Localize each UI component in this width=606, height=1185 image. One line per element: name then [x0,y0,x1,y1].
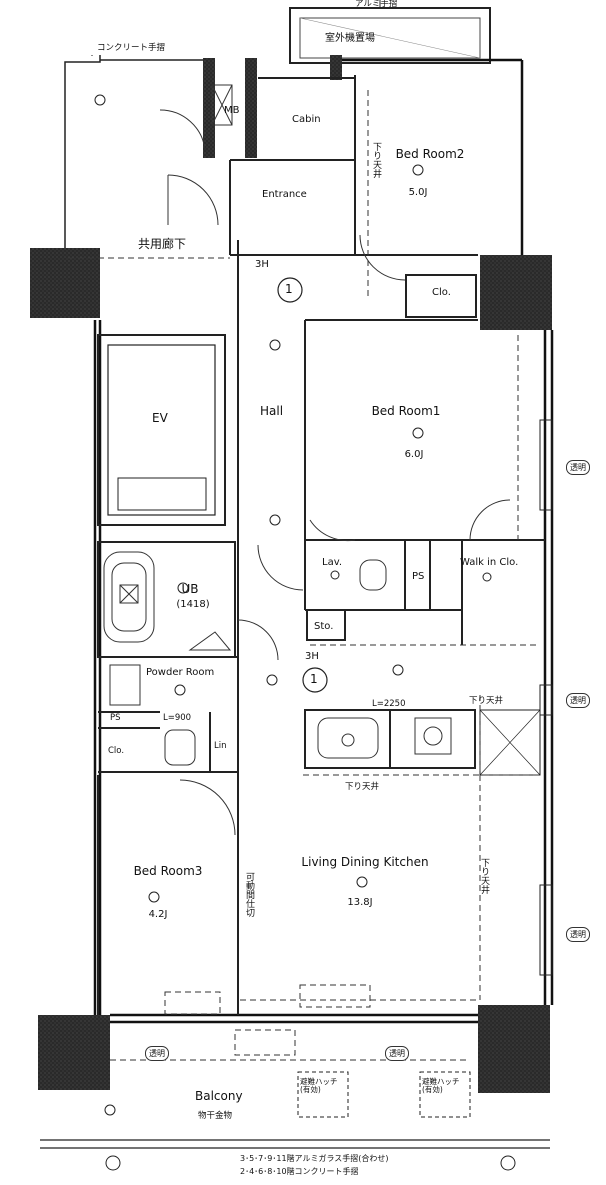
sagari-tenjo-1: 下り天井 [371,142,381,178]
kitchen-l2250-label: L=2250 [372,699,406,709]
bedroom2-label: Bed Room2 [395,147,465,161]
circle-marker-2: 1 [310,672,318,686]
clear-glass-label-5: 透明 [566,927,590,942]
bedroom3-size: 4.2J [148,909,168,920]
bedroom1-size: 6.0J [404,449,424,460]
evac-hatch-2-label: 避難ハッチ (有効) [422,1077,460,1094]
clear-glass-label-3: 透明 [566,460,590,475]
rail-note-line1: 3･5･7･9･11階アルミガラス手摺(合わせ) [240,1154,389,1163]
mb-label: MB [224,105,240,116]
height-3h-2: 3H [305,651,319,662]
top-rail-label: アルミ手摺 [355,0,398,9]
powder-room-label: Powder Room [146,667,215,678]
outdoor-unit-area [289,0,491,64]
fixtures [103,84,452,766]
ceiling-lights [94,94,492,903]
bedroom1-label: Bed Room1 [371,404,441,418]
sagari-tenjo-3: 下り天井 [345,782,380,792]
lav-label: Lav. [322,557,343,568]
ldk-label: Living Dining Kitchen [301,855,429,869]
windows-right [539,419,553,976]
ldk-size: 13.8J [347,897,373,908]
sagari-tenjo-2: 下り天井 [469,696,504,706]
ub-size: (1418) [176,599,210,610]
hall-label: Hall [260,404,284,418]
interior-walls [97,75,545,1015]
clear-glass-label-4: 透明 [566,693,590,708]
walk-in-clo-label: Walk in Clo. [460,557,519,568]
balcony-label: Balcony [195,1089,243,1103]
clo-2-label: Clo. [108,746,125,756]
entrance-label: Entrance [262,189,307,200]
concrete-rail-top [30,55,205,251]
ub-label: UB [181,582,199,596]
evac-hatch-1-label: 避難ハッチ (有効) [300,1077,338,1094]
circle-marker-1: 1 [285,282,293,296]
cabin-label: Cabin [292,114,321,125]
concrete-rail-label: コンクリート手摺 [97,43,166,53]
bedroom3-label: Bed Room3 [133,864,203,878]
ev-label: EV [152,411,168,425]
lin-label: Lin [214,741,227,751]
sto-label: Sto. [314,621,334,632]
outdoor-unit-label: 室外機置場 [325,33,375,44]
clo-1-label: Clo. [432,287,451,298]
movable-partition-label: 可動間仕切 [244,872,254,917]
clear-glass-label-2: 透明 [385,1046,409,1061]
ps-1-label: PS [412,571,425,582]
height-3h-1: 3H [255,259,269,270]
bedroom2-size: 5.0J [408,187,428,198]
clear-glass-label-1: 透明 [145,1046,169,1061]
drying-rack-label: 物干金物 [198,1111,233,1121]
structural-columns [30,55,552,1093]
counter-l900-label: L=900 [163,713,192,723]
common-corridor-label: 共用廊下 [138,237,187,251]
sagari-tenjo-4: 下り天井 [479,858,489,894]
door-swings [159,109,511,836]
rail-note-line2: 2･4･6･8･10階コンクリート手摺 [240,1167,359,1176]
balcony-structure [40,1071,550,1171]
ps-2-label: PS [110,713,121,723]
